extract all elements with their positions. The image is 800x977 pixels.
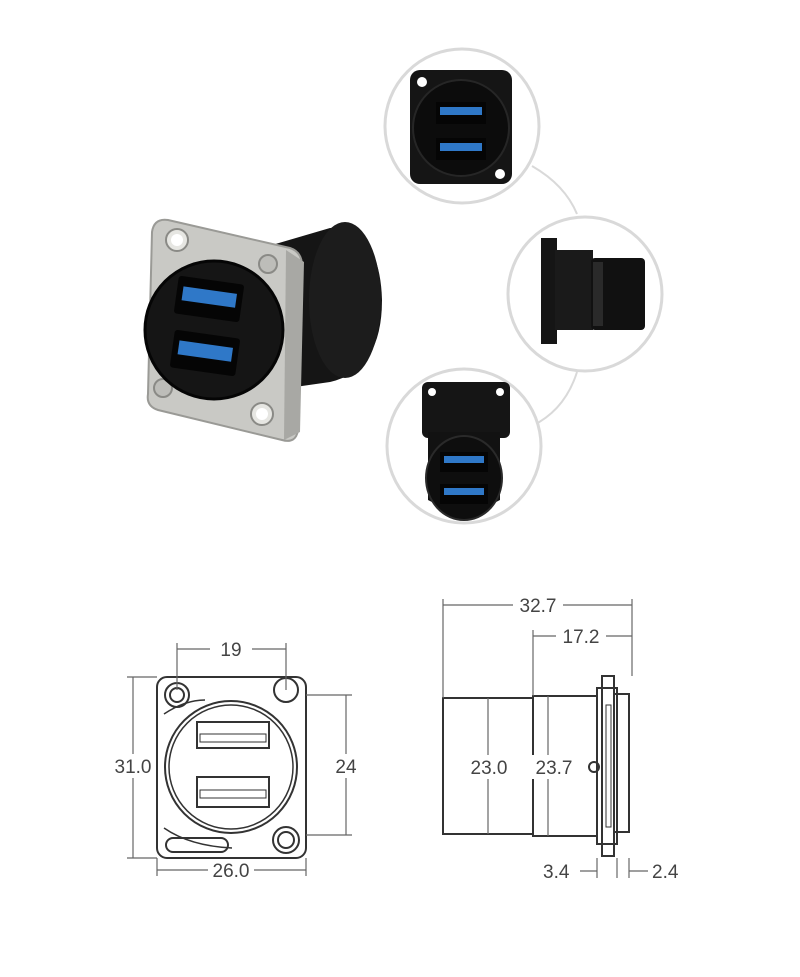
dim-collar-diameter: 23.7 [536,758,573,779]
detail-circle-angle [385,367,543,525]
dim-mount-height: 24 [335,757,357,778]
dim-front-length: 17.2 [563,627,600,648]
dim-body-diameter: 23.0 [471,758,508,779]
usb-port-icon [440,484,488,504]
dim-flange-thickness: 3.4 [543,862,570,883]
dim-front-thickness: 2.4 [652,862,679,883]
dim-total-length: 32.7 [520,596,557,617]
usb-port-icon [174,275,244,323]
dim-hole-spacing: 19 [220,640,241,661]
dim-width: 26.0 [213,861,250,882]
detail-circle-side [506,215,664,373]
dim-height: 31.0 [115,757,152,778]
front-view-drawing [156,676,307,859]
connector-photo-main [143,218,382,442]
usb-port-icon [440,452,488,472]
usb-port-icon [436,102,486,124]
usb-port-icon [170,329,240,377]
usb-port-icon [436,138,486,160]
detail-circle-front [383,47,541,205]
